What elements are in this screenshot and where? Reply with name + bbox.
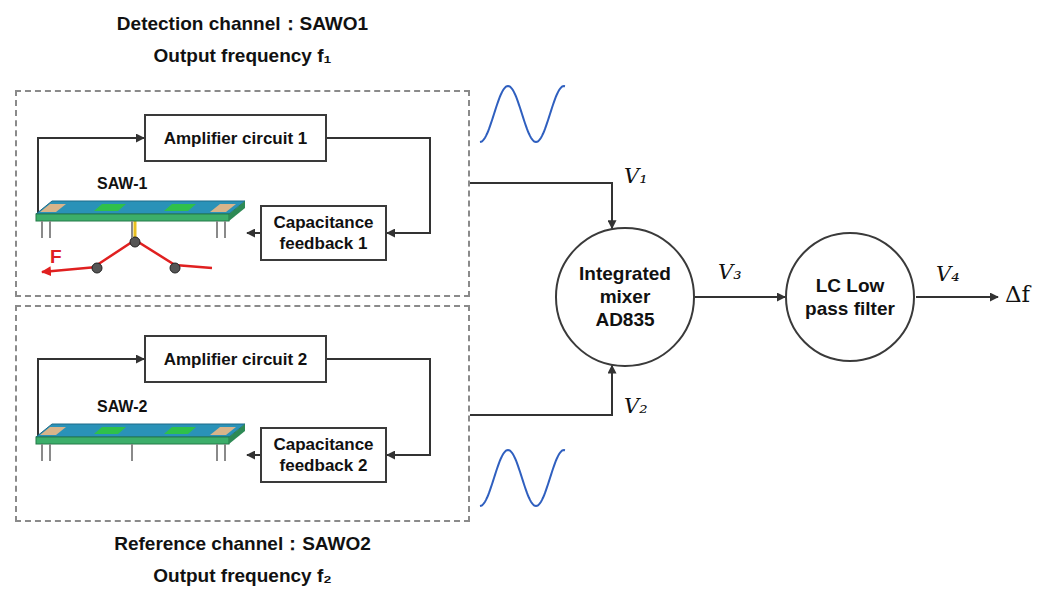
circle-label: Integrated mixer AD835	[569, 262, 681, 331]
channel-heading: Output frequency f₁	[17, 44, 468, 68]
box-label: Amplifier circuit 1	[164, 128, 308, 149]
roller	[92, 263, 102, 273]
circuit-box: Capacitance feedback 2	[260, 427, 387, 483]
device-pin	[224, 221, 226, 238]
box-label: Amplifier circuit 2	[164, 349, 308, 370]
channel-heading: Output frequency f₂	[17, 564, 468, 588]
part-label: SAW-2	[97, 397, 147, 417]
electrode	[164, 204, 196, 211]
saw-sensor: SAW-1	[32, 174, 247, 249]
signal-name: V₂	[622, 394, 650, 418]
signal-name: V₃	[716, 260, 744, 284]
sine-wave	[480, 86, 565, 142]
device-pin	[216, 221, 218, 238]
function-circle: Integrated mixer AD835	[555, 227, 695, 367]
channel-group: Reference channel：SAWO2Output frequency …	[15, 305, 470, 522]
box-label: Capacitance feedback 1	[268, 212, 379, 254]
signal-connector	[695, 296, 785, 298]
force-label: F	[50, 246, 62, 268]
substrate-top	[36, 201, 245, 214]
electrode	[94, 204, 126, 211]
output-arrow	[916, 296, 998, 298]
circuit-box: Capacitance feedback 1	[260, 205, 387, 261]
end-pad	[40, 204, 66, 212]
circle-label: LC Low pass filter	[794, 274, 906, 320]
signal-name: V₁	[622, 164, 650, 188]
substrate-edge	[36, 214, 229, 221]
device-pin	[41, 444, 43, 461]
signal-connector	[247, 454, 260, 456]
pulley	[130, 237, 140, 247]
force-rope	[42, 219, 212, 273]
device-pin	[131, 221, 133, 238]
signal-connector	[247, 232, 260, 234]
circuit-box: Amplifier circuit 1	[144, 114, 327, 162]
substrate-edge	[36, 437, 229, 444]
electrode	[94, 427, 126, 434]
force-arrow	[42, 267, 97, 272]
device-pin	[41, 221, 43, 238]
signal-name: V₄	[934, 262, 962, 286]
roller	[170, 263, 180, 273]
sine-wave	[480, 450, 565, 506]
channel-group: Detection channel：SAWO1Output frequency …	[15, 90, 470, 297]
function-circle: LC Low pass filter	[785, 232, 915, 362]
saw-device	[32, 419, 247, 471]
device-pin	[49, 444, 51, 461]
end-pad	[210, 204, 236, 212]
rope	[97, 240, 212, 268]
device-pin	[49, 221, 51, 238]
electrode	[164, 427, 196, 434]
channel-heading: Detection channel：SAWO1	[17, 12, 468, 36]
end-pad	[210, 427, 236, 435]
device-pin	[131, 444, 133, 461]
box-label: Capacitance feedback 2	[268, 434, 379, 476]
channel-heading: Reference channel：SAWO2	[17, 532, 468, 556]
end-pad	[40, 427, 66, 435]
device-pin	[216, 444, 218, 461]
saw-sensor: SAW-2	[32, 397, 247, 469]
signal-connector	[470, 183, 612, 228]
output-label: Δf	[1003, 281, 1032, 307]
substrate-top	[36, 424, 245, 437]
circuit-box: Amplifier circuit 2	[144, 335, 327, 383]
device-pin	[224, 444, 226, 461]
part-label: SAW-1	[97, 174, 147, 194]
saw-device	[32, 196, 247, 248]
signal-connector	[470, 366, 612, 416]
